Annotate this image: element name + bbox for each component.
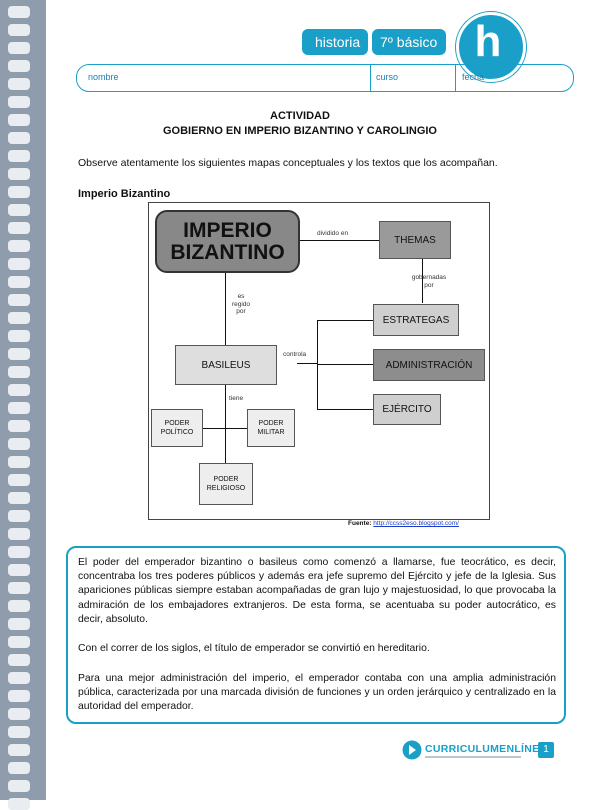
info-divider [455, 64, 456, 91]
box-label: THEMAS [394, 235, 436, 246]
grade-label: 7º básico [380, 31, 437, 53]
subject-label: historia [315, 31, 360, 53]
binding-ring [8, 546, 30, 558]
binding-ring [8, 474, 30, 486]
brand-underline [425, 756, 521, 758]
box-label: IMPERIO BIZANTINO [157, 220, 298, 264]
section-label: Imperio Bizantino [78, 188, 170, 200]
box-label: ESTRATEGAS [383, 315, 450, 326]
binding-ring [8, 456, 30, 468]
box-label: PODER MILITAR [251, 419, 291, 437]
student-info-bar [76, 64, 574, 92]
binding-ring [8, 582, 30, 594]
paragraph-1: El poder del emperador bizantino o basil… [78, 556, 556, 627]
binding-ring [8, 726, 30, 738]
instruction-text: Observe atentamente los siguientes mapas… [78, 157, 498, 169]
binding-ring [8, 186, 30, 198]
binding-ring [8, 6, 30, 18]
paragraph-2: Con el correr de los siglos, el título d… [78, 642, 556, 656]
box-label: PODER RELIGIOSO [203, 475, 249, 493]
binding-ring [8, 762, 30, 774]
binding-ring [8, 222, 30, 234]
concept-map: IMPERIO BIZANTINO THEMAS ESTRATEGAS ADMI… [148, 202, 490, 520]
binding-ring [8, 60, 30, 72]
label-gobernadas-por: gobernadas por [411, 274, 447, 289]
binding-ring [8, 708, 30, 720]
binding-ring [8, 564, 30, 576]
nombre-label: nombre [88, 72, 119, 82]
binding-ring [8, 96, 30, 108]
binding-ring [8, 312, 30, 324]
connector-line [317, 320, 318, 410]
connector-line [297, 363, 318, 364]
binding-ring [8, 204, 30, 216]
diagram-source: Fuente: http://ccss2eso.blogspot.com/ [348, 520, 459, 527]
binding-ring [8, 24, 30, 36]
label-dividido-en: dividido en [317, 230, 348, 238]
activity-title: ACTIVIDAD [0, 110, 600, 122]
paragraph-3: Para una mejor administración del imperi… [78, 672, 556, 715]
binding-ring [8, 654, 30, 666]
source-link[interactable]: http://ccss2eso.blogspot.com/ [373, 520, 459, 527]
box-administracion: ADMINISTRACIÓN [373, 349, 485, 381]
box-imperio-bizantino: IMPERIO BIZANTINO [155, 210, 300, 273]
connector-line [317, 409, 373, 410]
explanation-box: El poder del emperador bizantino o basil… [66, 546, 566, 724]
binding-ring [8, 636, 30, 648]
box-label: ADMINISTRACIÓN [386, 360, 473, 371]
curso-label: curso [376, 72, 398, 82]
binding-ring [8, 330, 30, 342]
binding-ring [8, 600, 30, 612]
connector-line [317, 320, 373, 321]
brand-name: CURRICULUMENLÍNEA [425, 743, 547, 755]
binding-ring [8, 348, 30, 360]
binding-ring [8, 366, 30, 378]
box-themas: THEMAS [379, 221, 451, 259]
box-label: EJÉRCITO [382, 404, 431, 415]
label-tiene: tiene [229, 395, 243, 403]
brand-logo-icon [402, 740, 422, 760]
binding-ring [8, 690, 30, 702]
connector-line [299, 240, 381, 241]
box-poder-politico: PODER POLÍTICO [151, 409, 203, 447]
binding-ring [8, 528, 30, 540]
binding-ring [8, 780, 30, 792]
box-basileus: BASILEUS [175, 345, 277, 385]
binding-ring [8, 150, 30, 162]
box-label: BASILEUS [202, 360, 251, 371]
connector-line [225, 273, 226, 345]
box-poder-militar: PODER MILITAR [247, 409, 295, 447]
binding-ring [8, 420, 30, 432]
binding-ring [8, 492, 30, 504]
box-poder-religioso: PODER RELIGIOSO [199, 463, 253, 505]
binding-ring [8, 618, 30, 630]
connector-line [225, 385, 226, 463]
info-divider [370, 64, 371, 91]
binding-ring [8, 402, 30, 414]
box-label: PODER POLÍTICO [155, 419, 199, 437]
binding-ring [8, 294, 30, 306]
binding-ring [8, 510, 30, 522]
binding-ring [8, 744, 30, 756]
fecha-label: fecha [462, 72, 484, 82]
label-controla: controla [283, 351, 306, 359]
binding-ring [8, 258, 30, 270]
binding-ring [8, 438, 30, 450]
source-label: Fuente: [348, 520, 371, 527]
box-estrategas: ESTRATEGAS [373, 304, 459, 336]
binding-ring [8, 384, 30, 396]
binding-ring [8, 168, 30, 180]
label-es-regido-por: es regido por [231, 293, 251, 316]
connector-line [199, 428, 251, 429]
binding-ring [8, 78, 30, 90]
binding-ring [8, 672, 30, 684]
activity-subtitle: GOBIERNO EN IMPERIO BIZANTINO Y CAROLING… [0, 125, 600, 137]
binding-ring [8, 42, 30, 54]
binding-ring [8, 240, 30, 252]
page-number: 1 [538, 742, 554, 758]
box-ejercito: EJÉRCITO [373, 394, 441, 425]
binding-ring [8, 276, 30, 288]
connector-line [317, 364, 373, 365]
